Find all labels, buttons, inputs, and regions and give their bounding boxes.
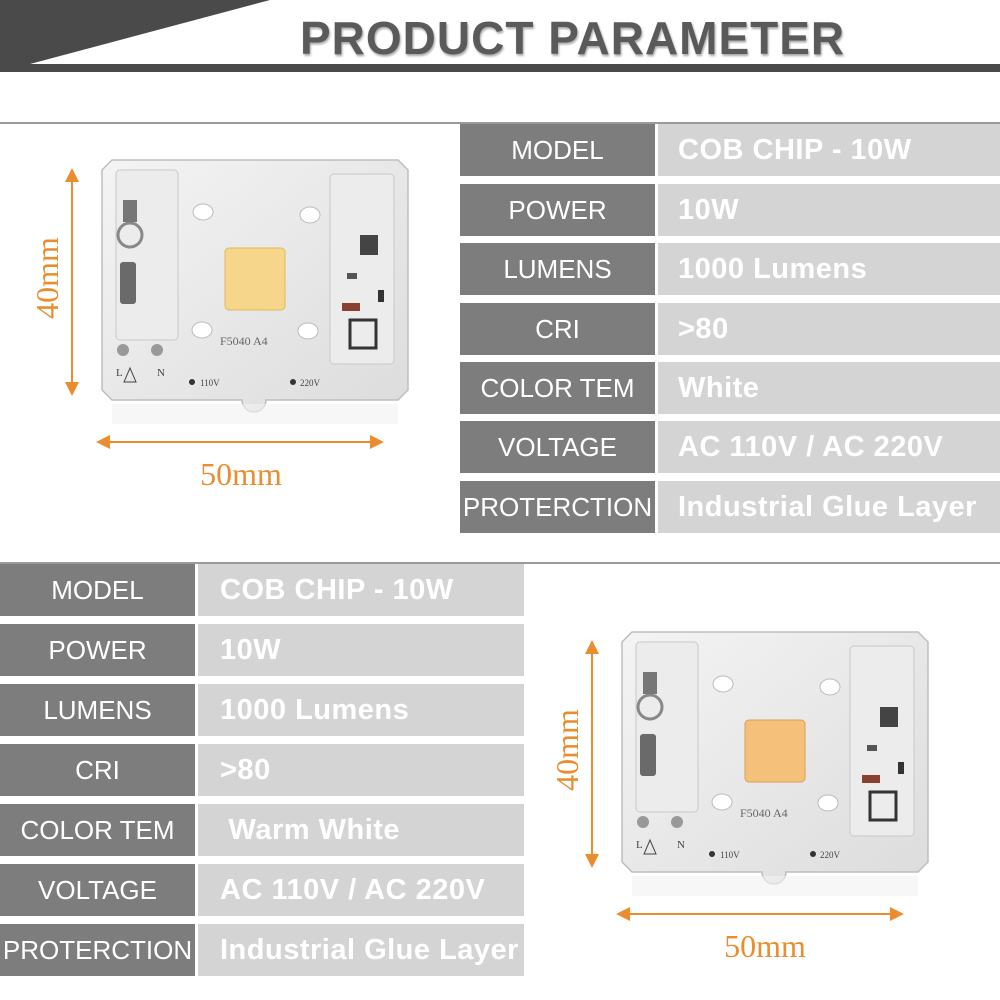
row-value: Industrial Glue Layer: [658, 481, 1000, 533]
bottom-chip-illustration: F5040 A4 110V 220V L N: [540, 612, 960, 982]
row-label: CRI: [460, 303, 655, 355]
header-bar: [0, 64, 1000, 72]
top-chip-illustration: F5040 A4 110V 220V L N: [20, 140, 440, 510]
row-label: VOLTAGE: [460, 421, 655, 473]
header-corner: [0, 0, 270, 72]
table-row: CRI >80: [460, 303, 1000, 355]
table-row: MODEL COB CHIP - 10W: [460, 124, 1000, 176]
row-value: COB CHIP - 10W: [198, 564, 524, 616]
top-height-label: 40mm: [29, 237, 65, 319]
row-value: 10W: [658, 184, 1000, 236]
table-row: LUMENS 1000 Lumens: [460, 243, 1000, 295]
table-row: LUMENS 1000 Lumens: [0, 684, 524, 736]
row-label: VOLTAGE: [0, 864, 195, 916]
svg-text:L: L: [636, 839, 643, 851]
row-label: LUMENS: [460, 243, 655, 295]
chip-model-text: F5040 A4: [220, 334, 268, 348]
row-value: COB CHIP - 10W: [658, 124, 1000, 176]
top-width-label: 50mm: [200, 456, 282, 492]
table-row: PROTERCTION Industrial Glue Layer: [0, 924, 524, 976]
row-label: MODEL: [460, 124, 655, 176]
page-title: PRODUCT PARAMETER: [300, 12, 846, 64]
row-value: 10W: [198, 624, 524, 676]
row-value: Warm White: [198, 804, 524, 856]
row-label: LUMENS: [0, 684, 195, 736]
row-value: Industrial Glue Layer: [198, 924, 524, 976]
row-label: POWER: [460, 184, 655, 236]
svg-text:110V: 110V: [720, 850, 740, 860]
table-row: POWER 10W: [460, 184, 1000, 236]
bottom-width-label: 50mm: [724, 928, 806, 964]
table-row: PROTERCTION Industrial Glue Layer: [460, 481, 1000, 533]
table-row: COLOR TEM Warm White: [0, 804, 524, 856]
row-value: AC 110V / AC 220V: [198, 864, 524, 916]
top-spec-table: MODEL COB CHIP - 10W POWER 10W LUMENS 10…: [460, 124, 1000, 534]
svg-text:N: N: [157, 367, 165, 379]
bottom-height-label: 40mm: [549, 709, 585, 791]
row-value: AC 110V / AC 220V: [658, 421, 1000, 473]
svg-text:L: L: [116, 367, 123, 379]
table-row: COLOR TEM White: [460, 362, 1000, 414]
led-emitter: [224, 247, 286, 311]
row-label: CRI: [0, 744, 195, 796]
row-label: POWER: [0, 624, 195, 676]
row-label: PROTERCTION: [460, 481, 655, 533]
row-value: >80: [198, 744, 524, 796]
bottom-spec-table: MODEL COB CHIP - 10W POWER 10W LUMENS 10…: [0, 564, 524, 984]
table-row: POWER 10W: [0, 624, 524, 676]
row-value: 1000 Lumens: [198, 684, 524, 736]
table-row: VOLTAGE AC 110V / AC 220V: [460, 421, 1000, 473]
row-label: COLOR TEM: [460, 362, 655, 414]
svg-text:110V: 110V: [200, 378, 220, 388]
row-label: COLOR TEM: [0, 804, 195, 856]
svg-text:220V: 220V: [300, 378, 321, 388]
row-value: White: [658, 362, 1000, 414]
row-value: 1000 Lumens: [658, 243, 1000, 295]
table-row: VOLTAGE AC 110V / AC 220V: [0, 864, 524, 916]
svg-text:N: N: [677, 839, 685, 851]
row-value: >80: [658, 303, 1000, 355]
row-label: MODEL: [0, 564, 195, 616]
table-row: MODEL COB CHIP - 10W: [0, 564, 524, 616]
led-emitter: [744, 719, 806, 783]
chip-model-text: F5040 A4: [740, 806, 788, 820]
table-row: CRI >80: [0, 744, 524, 796]
row-label: PROTERCTION: [0, 924, 195, 976]
svg-text:220V: 220V: [820, 850, 841, 860]
